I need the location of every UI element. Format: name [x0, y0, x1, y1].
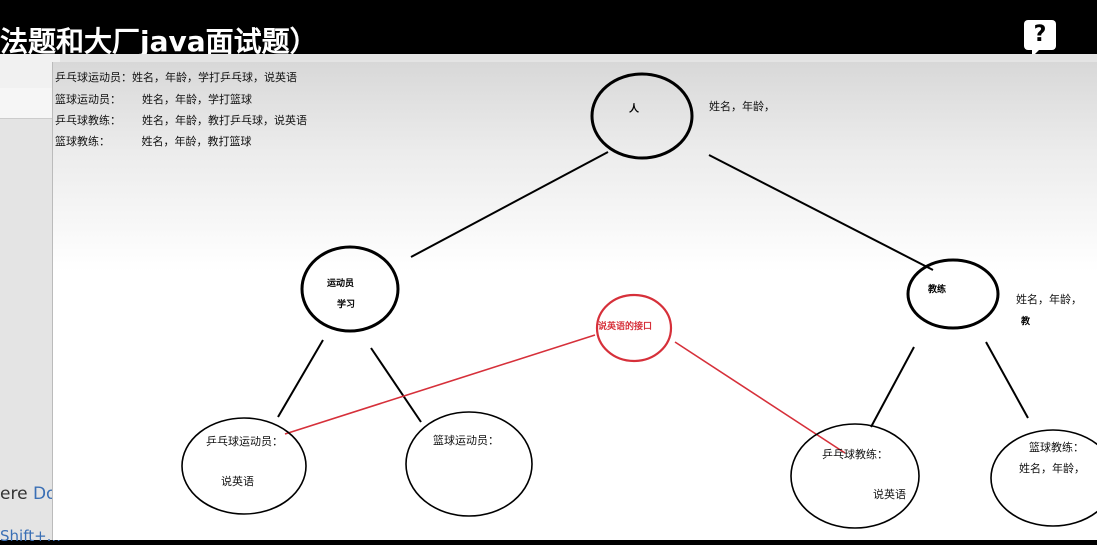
- node-pingpong-athlete-label: 乒乓球运动员：: [206, 434, 283, 448]
- note-line-4: 篮球教练： 姓名，年龄，教打篮球: [55, 135, 252, 148]
- edge-athlete-pingpong: [277, 339, 324, 418]
- node-pingpong-coach: [790, 423, 920, 529]
- edge-person-coach: [708, 154, 934, 271]
- edge-person-athlete: [410, 151, 609, 258]
- node-interface: [595, 293, 673, 363]
- background-subheader: [0, 88, 60, 119]
- node-basketball-athlete: [405, 411, 533, 517]
- node-coach-sub: 教: [1020, 315, 1031, 327]
- node-interface-label: 说英语的接口: [598, 320, 652, 332]
- node-pingpong-coach-label: 乒乓球教练：: [822, 447, 888, 461]
- note-line-1: 乒乓球运动员：姓名，年龄，学打乒乓球，说英语: [55, 71, 297, 84]
- node-coach-label: 教练: [927, 283, 946, 295]
- edge-interface-pingpong-coach: [674, 341, 846, 454]
- node-pingpong-coach-sub: 说英语: [873, 487, 906, 501]
- node-basketball-athlete-label: 篮球运动员：: [433, 433, 499, 447]
- node-athlete: [300, 245, 400, 333]
- edge-athlete-basketball: [370, 347, 422, 423]
- node-person: [590, 72, 694, 160]
- background-link[interactable]: Do: [32, 484, 57, 504]
- inheritance-diagram: 人 姓名，年龄， 运动员 学习 教练 姓名，年龄， 教 说英语的接口 乒乓球运动…: [181, 72, 1097, 529]
- edge-interface-pingpong-athlete: [284, 334, 596, 435]
- node-person-attr: 姓名，年龄，: [709, 99, 775, 113]
- background-text: ere Do: [0, 484, 57, 504]
- node-pingpong-athlete-sub: 说英语: [221, 474, 254, 488]
- node-athlete-label: 运动员: [327, 278, 354, 289]
- node-basketball-coach-sub: 姓名，年龄，: [1019, 461, 1085, 475]
- node-basketball-coach: [990, 429, 1097, 527]
- video-title: 法题和大厂java面试题）: [0, 25, 318, 58]
- node-athlete-sub: 学习: [337, 298, 355, 310]
- background-header: [0, 54, 60, 89]
- whiteboard: 乒乓球运动员：姓名，年龄，学打乒乓球，说英语 篮球运动员： 姓名，年龄，学打篮球…: [52, 62, 1097, 540]
- edge-coach-basketball: [985, 341, 1029, 419]
- node-basketball-coach-label: 篮球教练：: [1029, 440, 1084, 454]
- note-line-3: 乒乓球教练： 姓名，年龄，教打乒乓球，说英语: [55, 114, 307, 127]
- node-pingpong-athlete: [181, 417, 307, 515]
- node-coach: [906, 258, 1000, 330]
- note-line-2: 篮球运动员： 姓名，年龄，学打篮球: [55, 93, 252, 106]
- node-coach-attr: 姓名，年龄，: [1016, 292, 1082, 306]
- node-person-label: 人: [629, 102, 640, 115]
- edge-coach-pingpong: [870, 346, 915, 428]
- video-title-bar: 法题和大厂java面试题） ?: [0, 0, 1097, 58]
- help-icon[interactable]: ?: [1024, 20, 1056, 57]
